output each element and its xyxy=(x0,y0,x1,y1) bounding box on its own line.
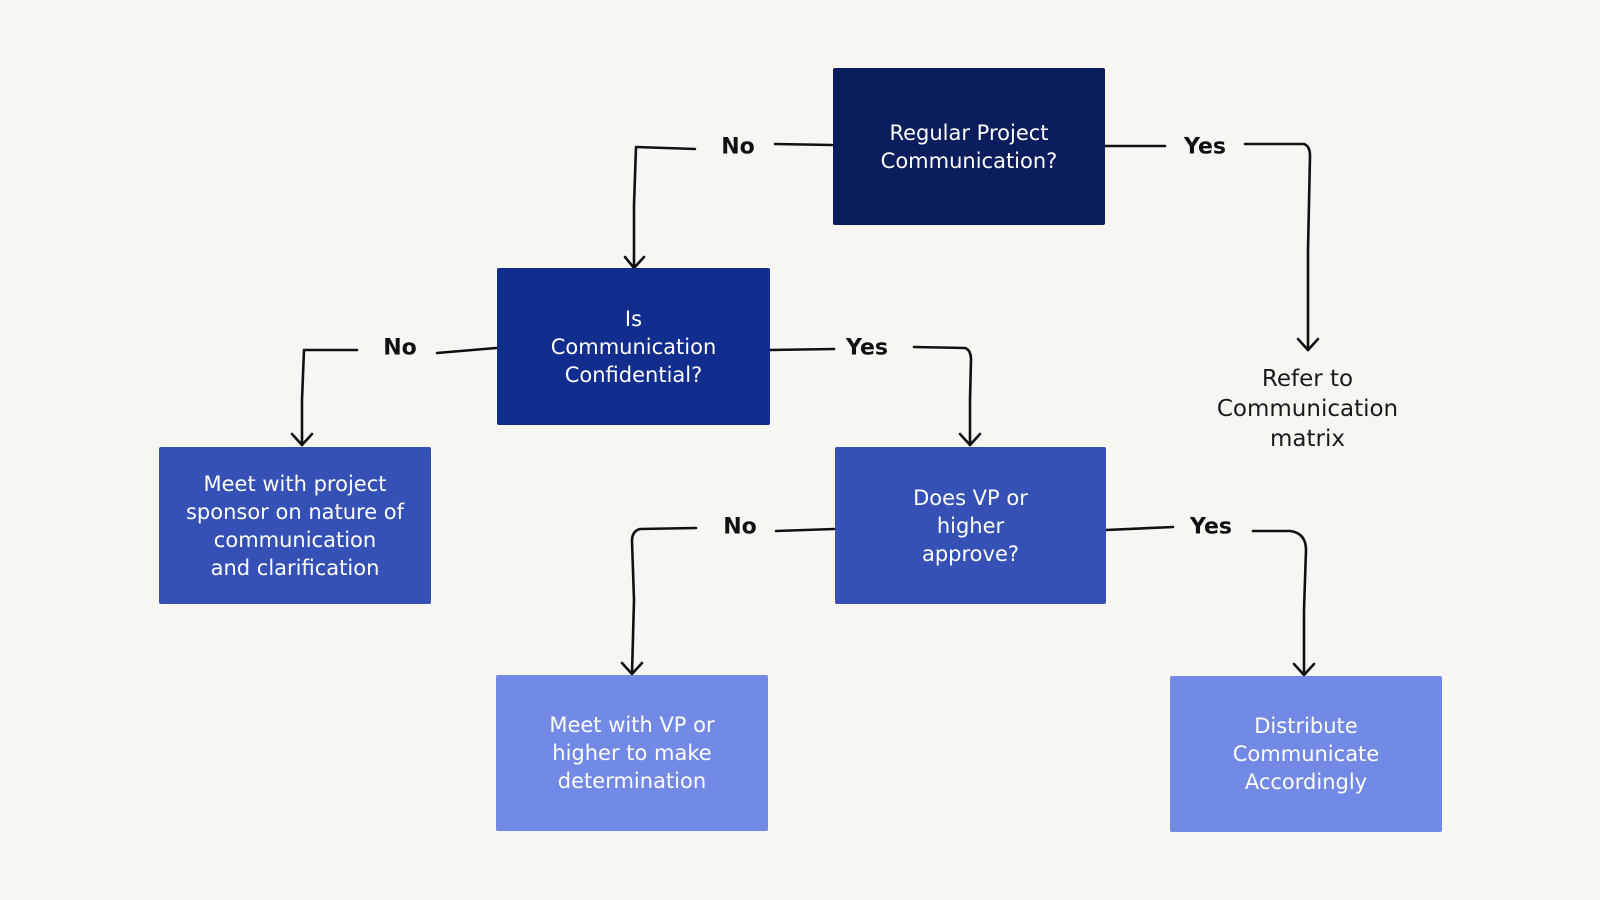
node-is-confidential: Is Communication Confidential? xyxy=(497,268,770,425)
node-refer-matrix: Refer to Communication matrix xyxy=(1216,366,1399,452)
node-vp-approve: Does VP or higher approve? xyxy=(835,447,1106,604)
arrowhead-vp-yes xyxy=(1292,662,1316,677)
node-meet-sponsor: Meet with project sponsor on nature of c… xyxy=(159,447,431,604)
connector-regular-yes xyxy=(1103,142,1312,352)
edge-label-vp-no: No xyxy=(723,514,757,540)
node-is-confidential-label: Is Communication Confidential? xyxy=(550,306,717,387)
edge-label-regular-yes: Yes xyxy=(1184,134,1226,160)
connector-vp-no xyxy=(630,526,836,676)
edge-label-confidential-no: No xyxy=(383,335,417,361)
node-meet-vp: Meet with VP or higher to make determina… xyxy=(496,675,768,831)
arrowhead-regular-yes xyxy=(1296,337,1320,352)
connector-regular-no xyxy=(632,142,834,270)
arrowhead-vp-no xyxy=(620,661,644,676)
node-meet-vp-label: Meet with VP or higher to make determina… xyxy=(549,713,715,793)
node-meet-sponsor-label: Meet with project sponsor on nature of c… xyxy=(185,471,405,580)
node-distribute-label: Distribute Communicate Accordingly xyxy=(1232,714,1380,794)
node-distribute: Distribute Communicate Accordingly xyxy=(1170,676,1442,832)
node-vp-approve-label: Does VP or higher approve? xyxy=(913,485,1028,566)
edge-label-vp-yes: Yes xyxy=(1190,514,1232,540)
connector-confidential-no xyxy=(300,346,498,447)
arrowhead-confidential-no xyxy=(290,432,314,447)
node-regular-project: Regular Project Communication? xyxy=(833,68,1105,225)
node-regular-project-label: Regular Project Communication? xyxy=(880,120,1058,173)
connector-vp-yes xyxy=(1104,525,1308,677)
arrowhead-confidential-yes xyxy=(958,432,982,447)
edge-label-confidential-yes: Yes xyxy=(846,335,888,361)
edge-label-regular-no: No xyxy=(721,134,755,160)
connector-confidential-yes xyxy=(768,345,973,447)
